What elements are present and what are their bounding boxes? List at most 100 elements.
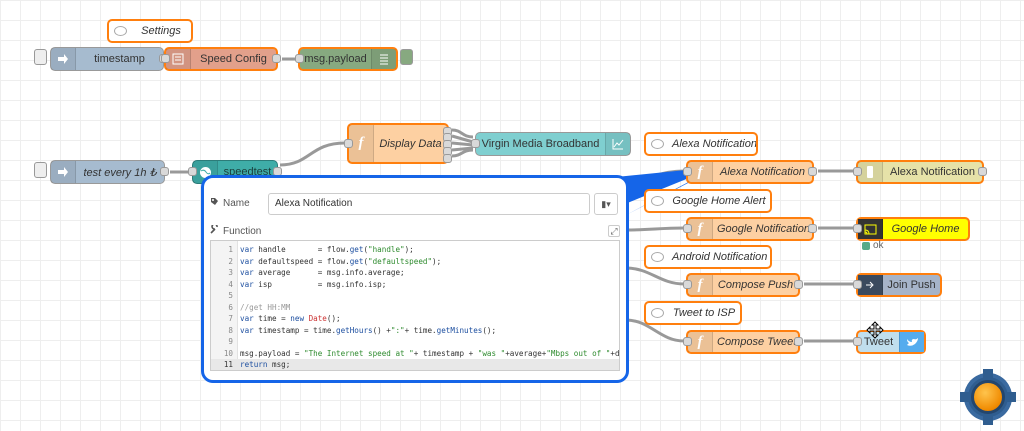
inject-button[interactable] [34,49,47,65]
input-port[interactable] [295,54,304,63]
node-label: Join Push [887,279,936,291]
code-text: //get HH:MM [240,302,291,312]
virgin-media-chart-node[interactable]: Virgin Media Broadband [471,132,631,156]
function-label-row: Function [210,223,261,237]
node-label: Virgin Media Broadband [481,138,600,150]
node-label: Alexa Notification [890,166,975,178]
tweet-node[interactable]: Tweet [853,330,926,354]
input-port[interactable] [188,167,197,176]
alexa-function-node[interactable]: f Alexa Notification [683,160,817,184]
input-port[interactable] [853,224,862,233]
inject-arrow-icon [51,161,76,183]
code-line[interactable]: 9 [211,336,619,348]
function-icon: f [688,332,713,352]
alexa-output-node[interactable]: Alexa Notification [853,160,987,184]
code-text: var handle = flow.get("handle"); [240,245,414,254]
function-icon: f [688,275,713,295]
android-comment-node[interactable]: Android Notification [644,245,772,269]
node-label: Google Home Alert [672,195,766,207]
output-port[interactable] [808,167,817,176]
input-port[interactable] [853,337,862,346]
input-port[interactable] [344,138,353,148]
code-text: var isp = msg.info.isp; [240,279,387,289]
code-line[interactable]: 2 var defaultspeed = flow.get("defaultspe… [211,256,619,268]
input-port[interactable] [853,280,862,289]
compose-tweet-function-node[interactable]: f Compose Tweet [683,330,803,354]
code-line[interactable]: 6 //get HH:MM [211,302,619,314]
node-label: msg.payload [304,53,367,65]
input-port[interactable] [683,224,692,233]
output-port[interactable] [794,280,803,289]
cast-icon [858,219,883,239]
inject-button[interactable] [34,162,47,178]
output-port[interactable] [794,337,803,346]
node-label: Compose Push [717,279,794,291]
line-number: 6 [228,302,233,312]
debug-toggle-button[interactable] [400,49,413,65]
input-port[interactable] [683,280,692,289]
output-port[interactable] [978,167,987,176]
comment-icon [646,303,668,323]
code-text: var defaultspeed = flow.get("defaultspee… [240,256,442,266]
output-port[interactable] [160,167,169,176]
code-line[interactable]: 8 var timestamp = time.getHours() +":"+ t… [211,325,619,337]
inject-arrow-icon [51,48,76,70]
line-number: 1 [228,245,233,254]
name-input[interactable]: Alexa Notification [268,193,590,215]
input-port[interactable] [683,337,692,346]
line-number: 9 [228,337,233,346]
settings-comment-node[interactable]: Settings [107,19,193,43]
input-port[interactable] [471,139,480,148]
code-text: var timestamp = time.getHours() +":"+ ti… [240,325,497,335]
line-gutter [211,241,238,370]
google-home-node[interactable]: Google Home [853,217,970,241]
input-port[interactable] [853,167,862,176]
input-port[interactable] [683,167,692,176]
chart-icon [605,133,630,155]
alexa-icon [858,162,883,182]
output-port[interactable] [808,224,817,233]
tag-icon [210,197,219,209]
speed-config-node[interactable]: Speed Config [161,47,281,71]
comment-icon [109,21,131,41]
node-label: test every 1h ₺ [83,166,157,179]
comment-icon [646,134,668,154]
line-number: 2 [228,256,233,266]
timestamp-inject-node[interactable]: timestamp [50,47,168,71]
join-push-node[interactable]: Join Push [853,273,942,297]
output-port[interactable] [272,54,281,63]
node-red-gear-logo [960,369,1016,425]
code-text: var average = msg.info.average; [240,268,405,277]
twitter-icon [899,332,924,352]
node-label: Alexa Notification [672,138,756,150]
code-line[interactable]: 1 var handle = flow.get("handle"); [211,244,619,256]
line-number: 7 [228,314,233,323]
google-comment-node[interactable]: Google Home Alert [644,189,772,213]
alexa-comment-node[interactable]: Alexa Notification [644,132,758,156]
google-function-node[interactable]: f Google Notification [683,217,817,241]
code-editor[interactable]: 1 var handle = flow.get("handle"); 2 var de… [210,240,620,371]
comment-icon [646,247,668,267]
node-label: Tweet [863,336,894,348]
compose-push-function-node[interactable]: f Compose Push [683,273,803,297]
msg-payload-debug-node[interactable]: msg.payload [295,47,398,71]
line-number: 8 [228,325,233,335]
expand-editor-button[interactable]: ⤢ [608,225,620,237]
output-port[interactable] [443,154,452,163]
wrench-icon [210,223,219,237]
input-port[interactable] [161,54,170,63]
test-every-inject-node[interactable]: test every 1h ₺ [50,160,169,184]
book-icon: ▮▾ [601,198,611,209]
node-label: Tweet to ISP [672,307,736,319]
tweet-comment-node[interactable]: Tweet to ISP [644,301,742,325]
display-data-function-node[interactable]: f Display Data [344,123,452,164]
code-line[interactable]: 5 [211,290,619,302]
node-label: Alexa Notification [720,166,805,178]
node-icon-select-button[interactable]: ▮▾ [594,193,618,215]
name-label-row: Name [210,197,250,209]
